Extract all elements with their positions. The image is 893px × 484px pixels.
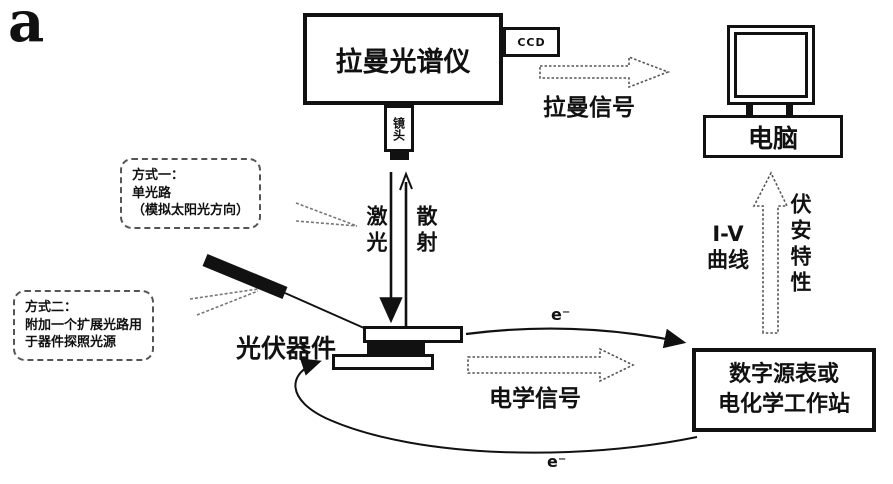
illumination-beam-line <box>284 292 365 329</box>
ccd-label: CCD <box>517 35 546 49</box>
monitor-leg-left <box>746 105 753 115</box>
source-meter-box: 数字源表或 电化学工作站 <box>692 348 876 432</box>
scatter-up-arrowhead <box>399 171 413 191</box>
raman-spectrometer-box: 拉曼光谱仪 <box>303 13 503 105</box>
pv-device-label: 光伏器件 <box>236 334 337 363</box>
method1-line3: （模拟太阳光方向） <box>132 203 250 219</box>
callout2-tail <box>189 288 259 316</box>
iv-line1: I-V <box>712 222 744 246</box>
method1-line2: 单光路 <box>132 185 172 201</box>
illumination-source-bar-icon <box>202 253 288 300</box>
callout1-tail <box>295 202 358 227</box>
source-meter-line1: 数字源表或 <box>728 362 839 388</box>
lens-label: 镜头 <box>391 116 406 141</box>
device-bottom-plate <box>332 354 434 370</box>
device-top-plate <box>363 326 463 343</box>
lens-box: 镜头 <box>384 105 414 152</box>
electrical-signal-label: 电学信号 <box>489 386 581 412</box>
computer-monitor-icon <box>727 25 815 105</box>
callout-method1: 方式一： 单光路 （模拟太阳光方向） <box>120 158 262 229</box>
electron-wire-top <box>465 327 687 349</box>
method2-line3: 于器件探照光源 <box>25 335 117 351</box>
raman-spectrometer-label: 拉曼光谱仪 <box>335 46 471 78</box>
source-meter-line2: 电化学工作站 <box>717 392 850 417</box>
electron-wire-bottom <box>294 358 698 454</box>
computer-label: 电脑 <box>747 123 798 153</box>
computer-box: 电脑 <box>703 115 843 158</box>
method1-line1: 方式一： <box>132 168 185 183</box>
electrical-signal-arrow <box>467 347 635 383</box>
scattered-label: 散射 <box>414 205 438 257</box>
device-active-layer <box>367 343 425 354</box>
raman-signal-label: 拉曼信号 <box>543 95 635 121</box>
iv-curve-label: I-V 曲线 <box>698 221 758 274</box>
electron-bottom-label: e⁻ <box>547 452 567 471</box>
iv-line2: 曲线 <box>707 248 749 273</box>
panel-letter: a <box>8 0 45 55</box>
method2-line2: 附加一个扩展光路用 <box>25 317 143 333</box>
raman-signal-arrow <box>539 55 671 89</box>
iv-curve-up-arrow <box>752 171 789 334</box>
electron-top-label: e⁻ <box>551 305 571 324</box>
ccd-box: CCD <box>503 27 560 57</box>
monitor-screen <box>734 32 808 98</box>
monitor-leg-right <box>786 105 793 115</box>
volt-ampere-label: 伏安特性 <box>788 193 812 297</box>
lens-tip <box>390 152 409 160</box>
laser-label: 激光 <box>364 205 388 257</box>
callout-method2: 方式二： 附加一个扩展光路用 于器件探照光源 <box>13 290 155 361</box>
method2-line1: 方式二： <box>25 300 78 315</box>
